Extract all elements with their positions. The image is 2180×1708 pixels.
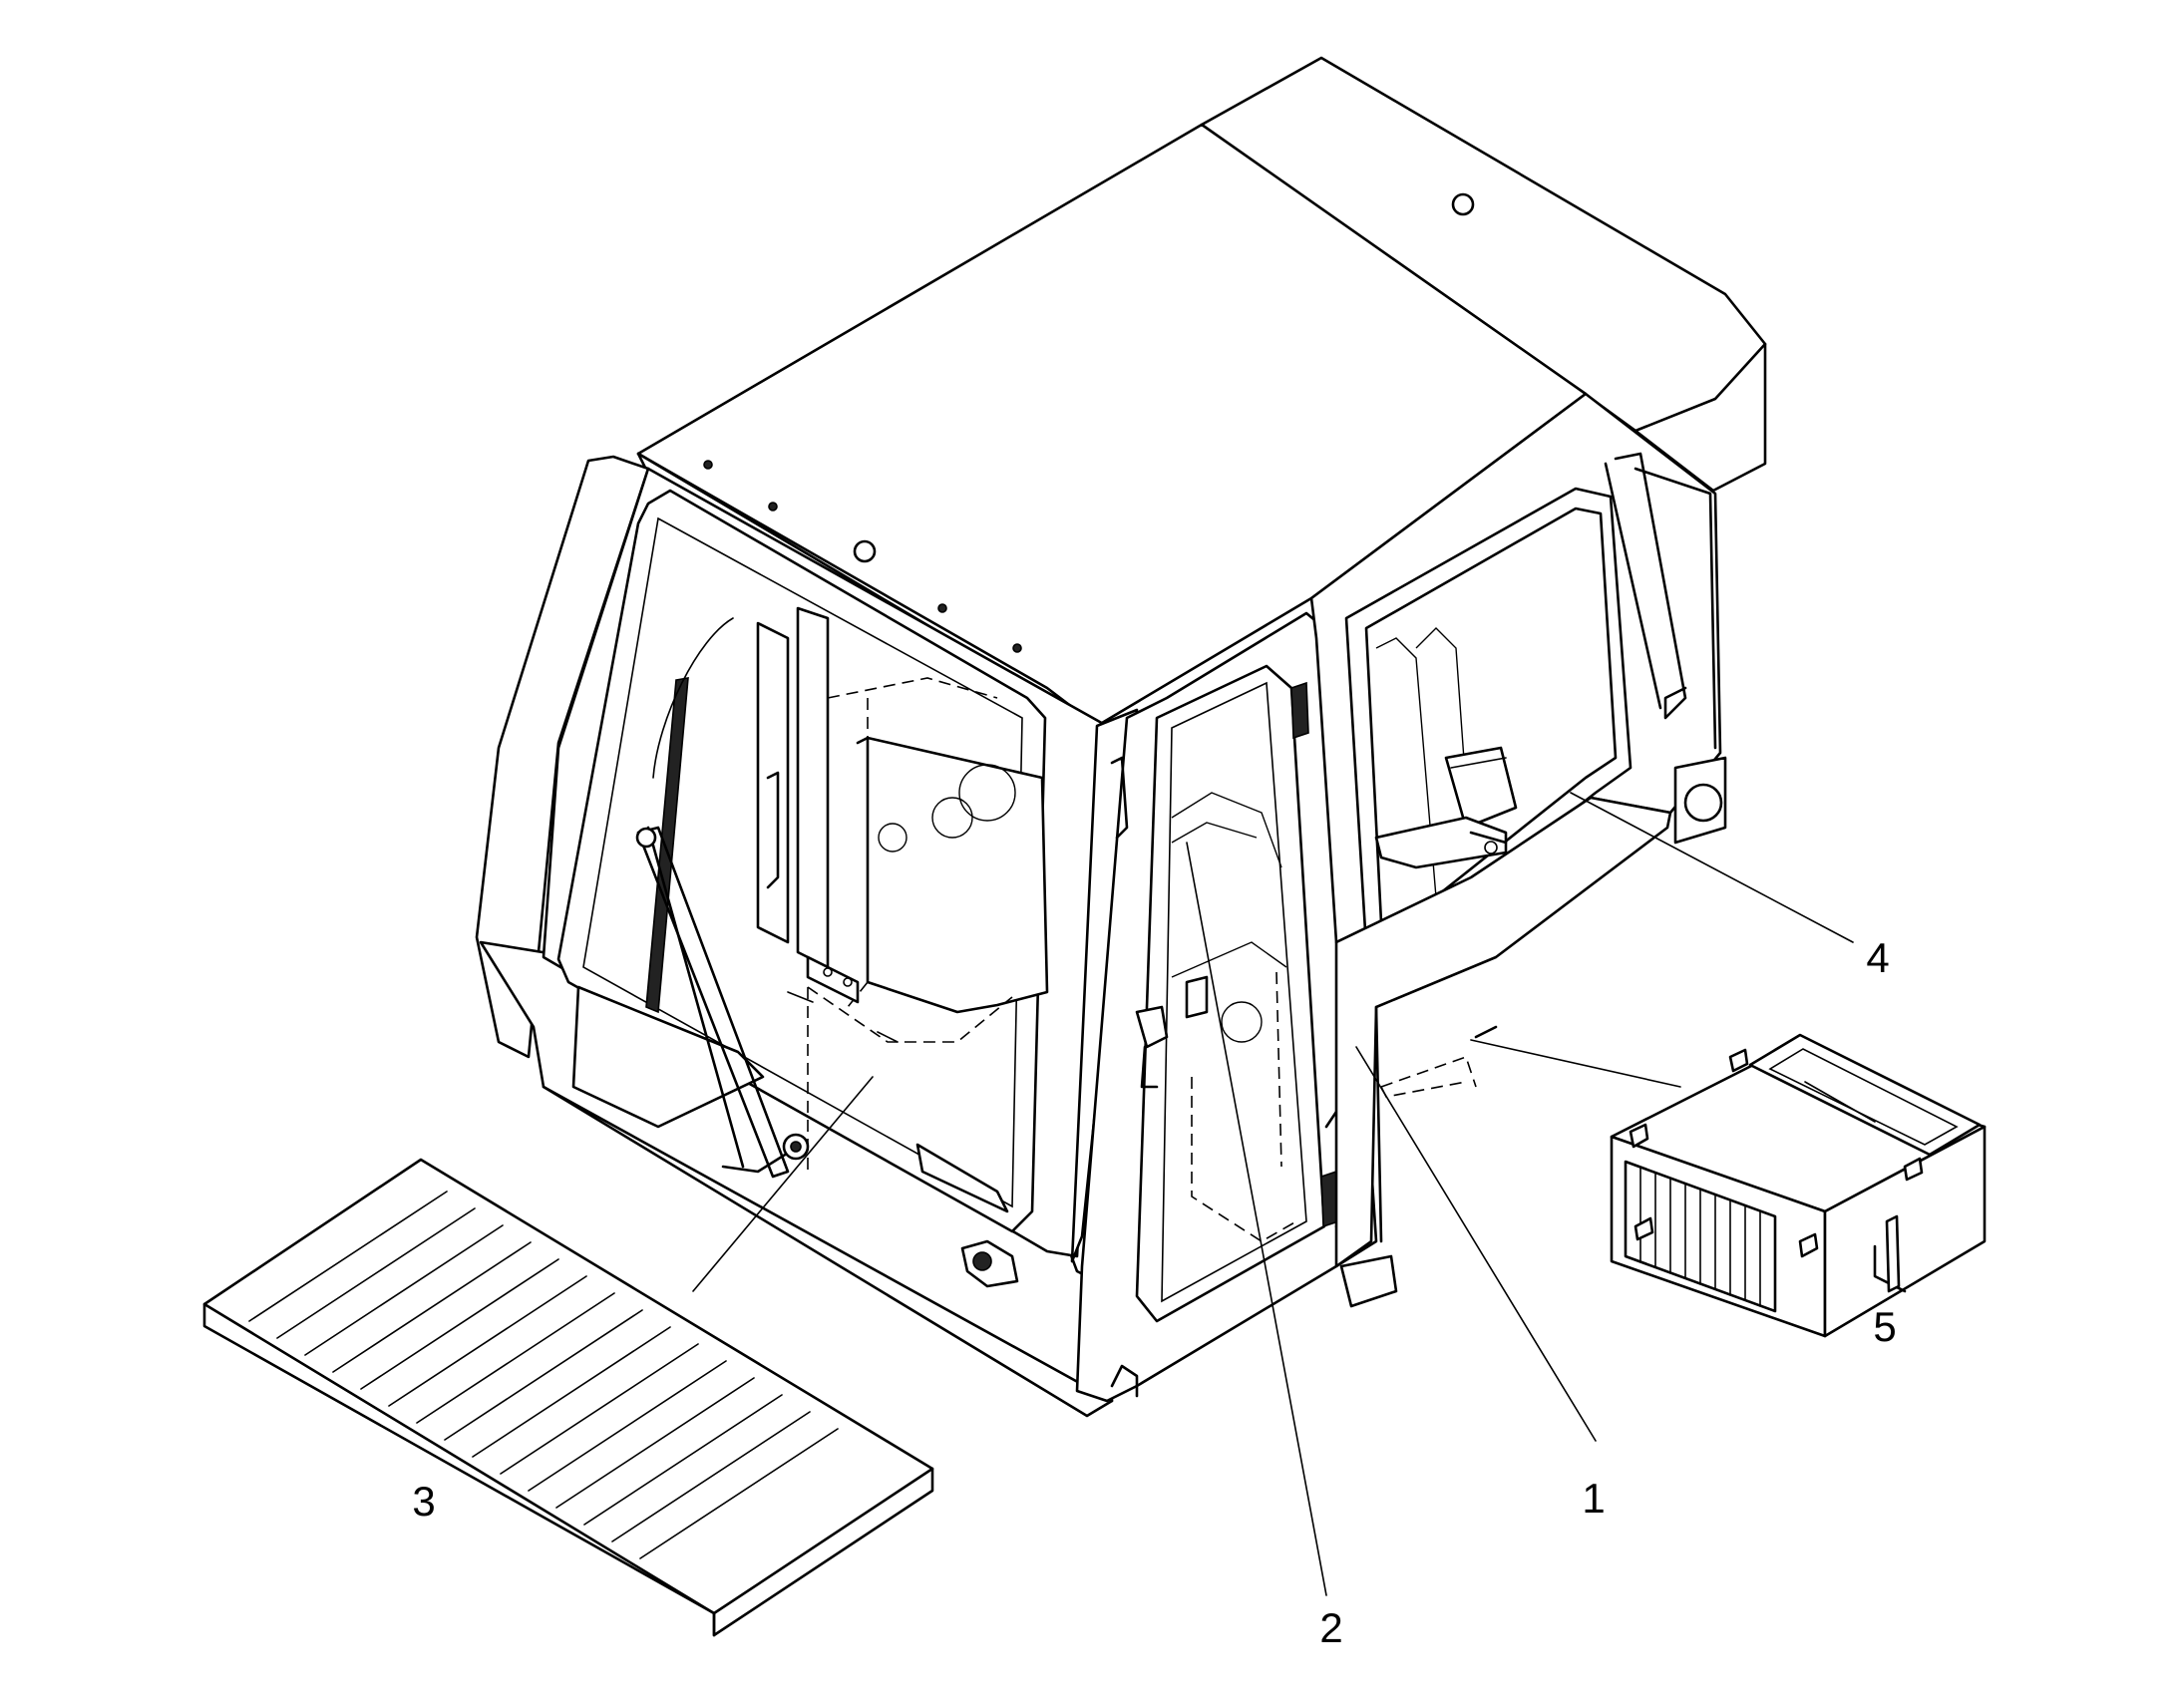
leader-lines <box>692 792 1854 1596</box>
leader-line-5 <box>1470 1039 1681 1088</box>
callout-2: 2 <box>1319 1604 1342 1651</box>
callout-5: 5 <box>1873 1303 1896 1350</box>
callout-4: 4 <box>1866 934 1889 981</box>
callout-3: 3 <box>412 1478 435 1525</box>
leader-line-3 <box>692 1076 874 1292</box>
callout-labels: 1 2 3 4 5 <box>412 934 1896 1651</box>
floor-mat <box>202 1158 934 1637</box>
leader-line-2 <box>1186 842 1327 1596</box>
callout-1: 1 <box>1582 1475 1605 1522</box>
leader-line-1 <box>1355 1046 1597 1442</box>
leader-line-4 <box>1570 792 1854 943</box>
cab-body <box>475 56 1767 1418</box>
filter-box <box>1610 1033 1987 1338</box>
